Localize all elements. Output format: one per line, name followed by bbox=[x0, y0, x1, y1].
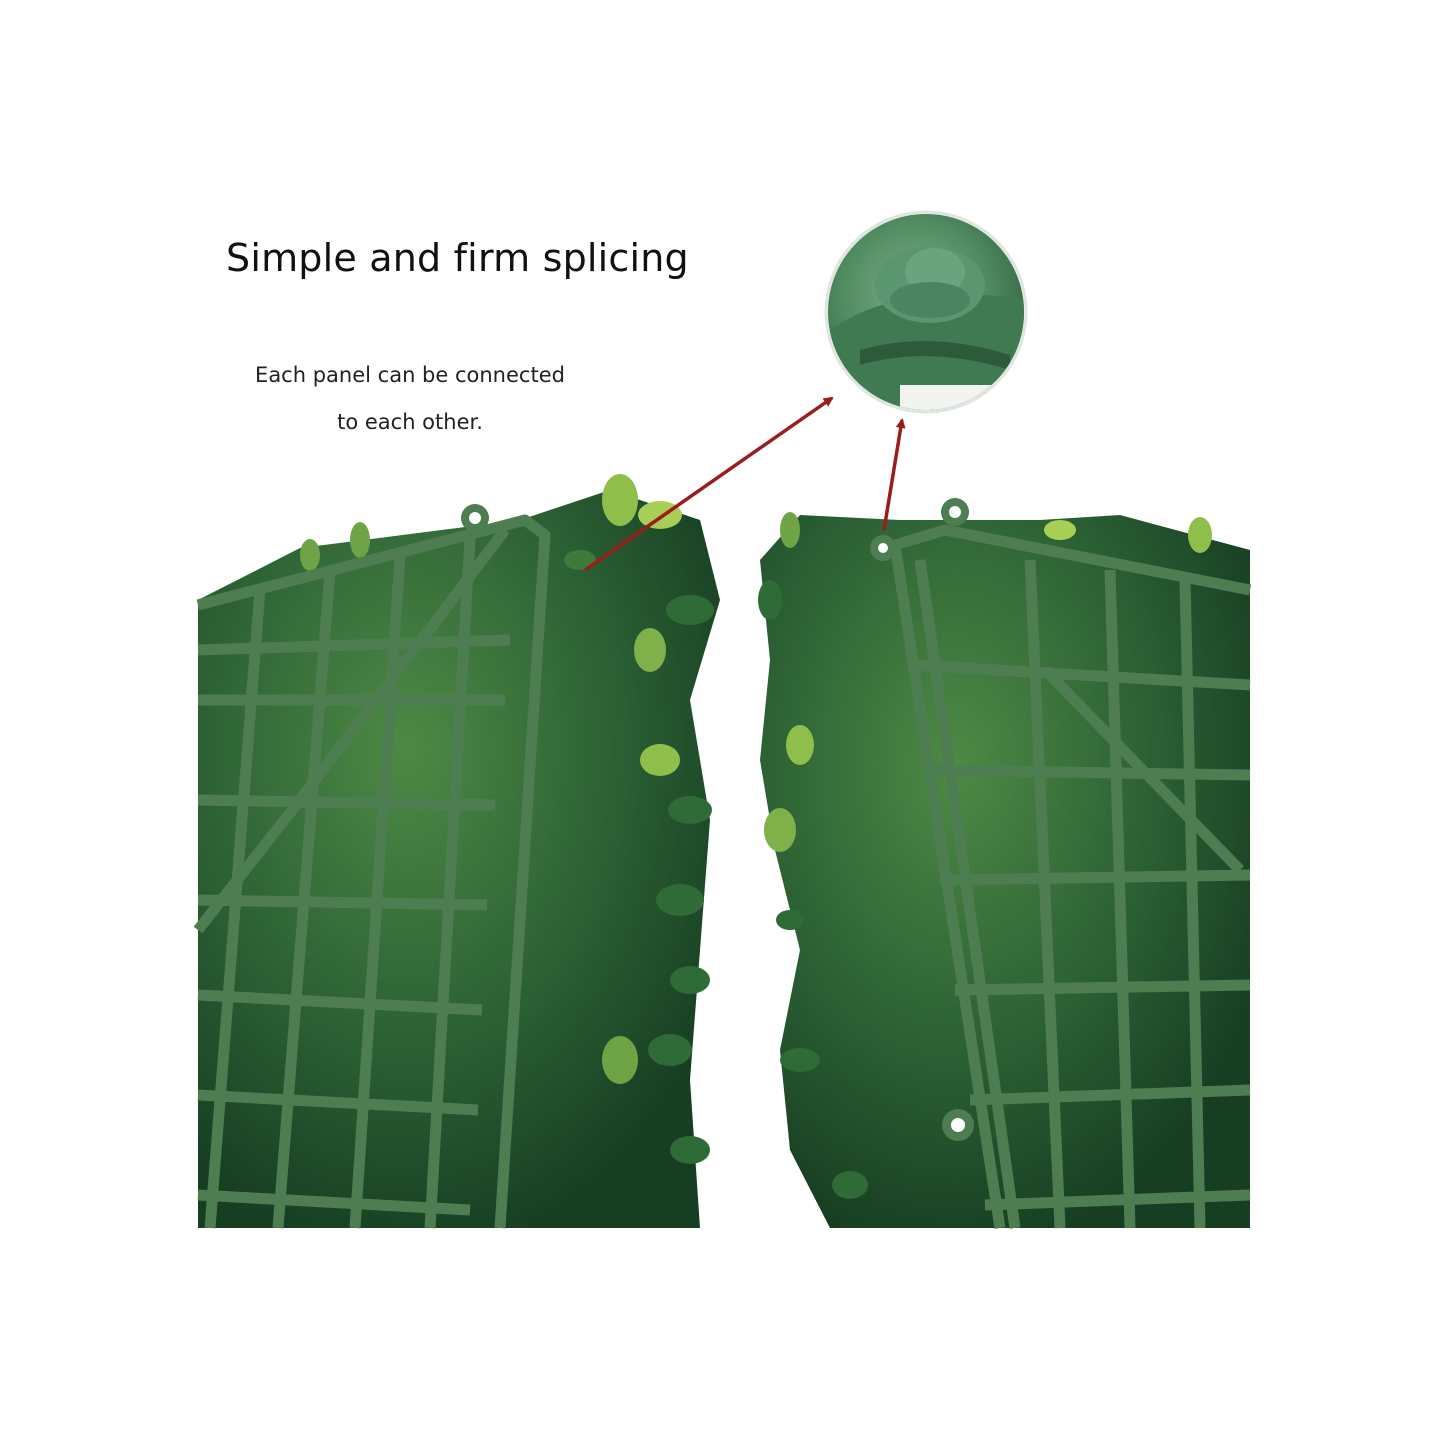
left-panel bbox=[193, 474, 720, 1229]
left-grid-frame bbox=[193, 514, 551, 1229]
right-panel bbox=[758, 498, 1252, 1229]
arrow-up-icon bbox=[882, 418, 906, 531]
description-line-1: Each panel can be connected bbox=[255, 363, 565, 387]
headline: Simple and firm splicing bbox=[226, 236, 689, 280]
right-grid-frame bbox=[889, 524, 1252, 1229]
left-foliage bbox=[198, 490, 720, 1228]
arrow-up-right-icon bbox=[583, 396, 834, 572]
right-leaves bbox=[758, 512, 1212, 1199]
description: Each panel can be connected to each othe… bbox=[200, 352, 620, 446]
left-leaves bbox=[300, 474, 714, 1164]
connector-closeup bbox=[824, 210, 1028, 414]
description-line-2: to each other. bbox=[337, 410, 483, 434]
